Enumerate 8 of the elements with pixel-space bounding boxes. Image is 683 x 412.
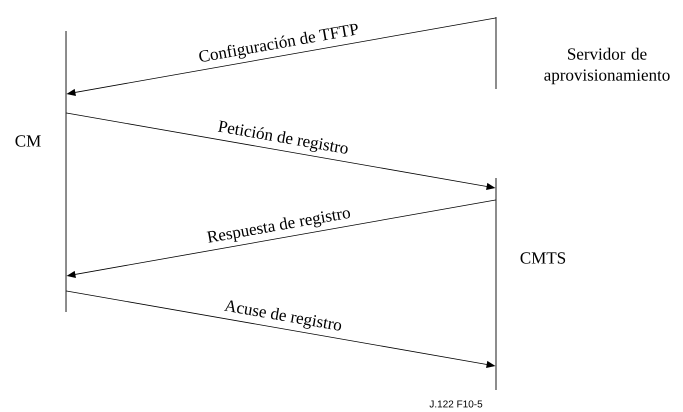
edge-label: Respuesta de registro — [206, 210, 350, 243]
edge-label: Petición de registro — [218, 120, 348, 154]
participant-label: CM — [15, 135, 41, 147]
edge-label: Configuración de TFTP — [199, 24, 358, 62]
participant-label: CMTS — [520, 252, 566, 264]
edge-label: Acuse de registro — [224, 300, 342, 330]
participant-label: Servidor de aprovisionamiento — [544, 48, 670, 84]
figure-number: J.122 F10-5 — [429, 400, 482, 408]
